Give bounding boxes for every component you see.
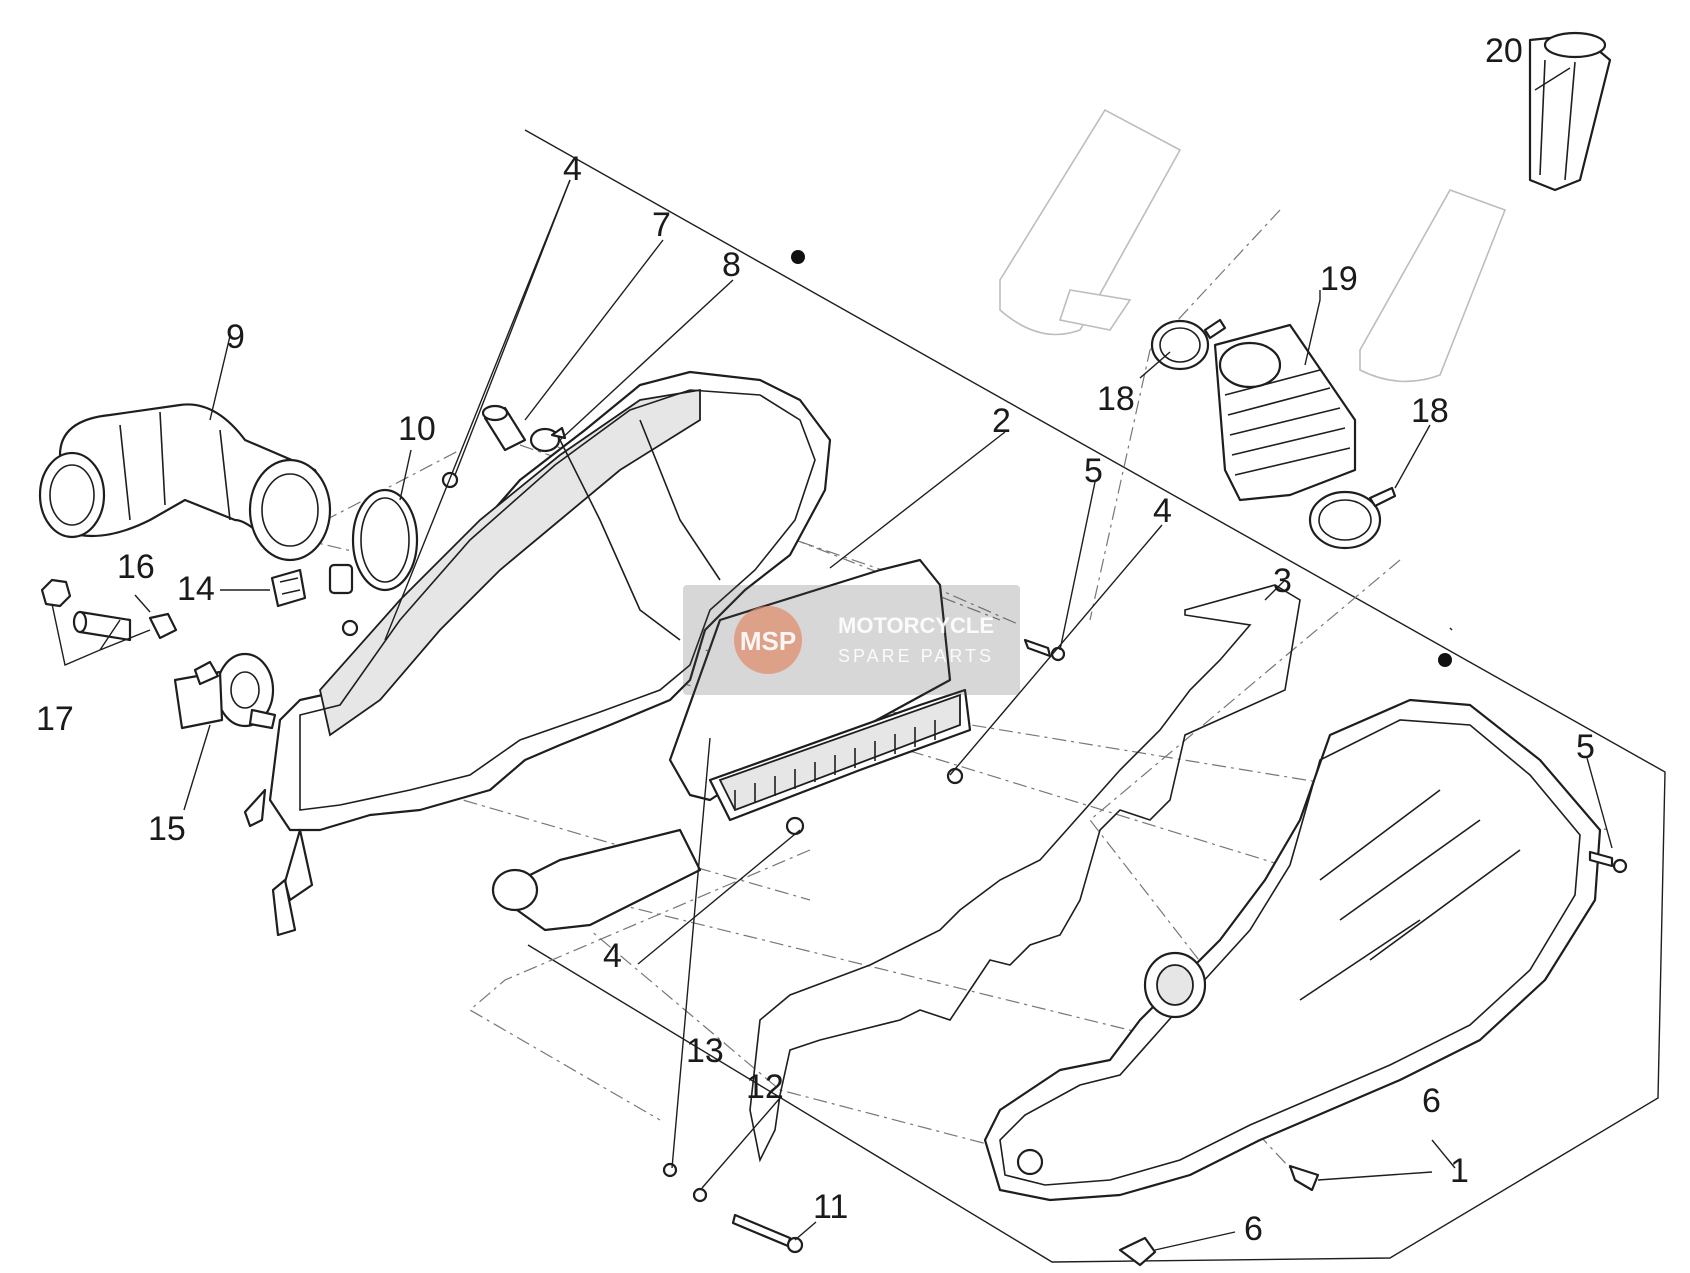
callout-9: 9 (226, 318, 245, 356)
callout-16: 16 (117, 548, 155, 586)
callout-5-right: 5 (1576, 728, 1595, 766)
air-box-housing-part (243, 370, 832, 937)
callout-20: 20 (1485, 32, 1523, 70)
callout-14: 14 (177, 570, 215, 608)
callout-18-left: 18 (1097, 380, 1135, 418)
callout-18-right: 18 (1411, 392, 1449, 430)
callout-17: 17 (36, 700, 74, 738)
callout-13: 13 (686, 1032, 724, 1070)
callout-5-mid: 5 (1084, 452, 1103, 490)
intake-duct-part (38, 403, 332, 562)
callout-4-bottom: 4 (603, 937, 622, 975)
callout-3: 3 (1273, 562, 1292, 600)
callout-labels: 1 2 3 4 4 4 5 5 6 6 7 8 9 10 11 12 13 14… (36, 32, 1595, 1248)
watermark: MSP MOTORCYCLE SPARE PARTS (683, 585, 1020, 695)
watermark-logo: MSP (740, 626, 796, 656)
clip-nut-part (270, 568, 307, 608)
air-box-cover-part (983, 698, 1602, 1202)
callout-4-right: 4 (1153, 492, 1172, 530)
assembly-frame (524, 129, 1666, 1263)
ghost-context-parts (999, 108, 1507, 383)
watermark-subtitle: SPARE PARTS (838, 646, 994, 666)
boot-assembly-part (1150, 31, 1612, 550)
marker-dot (1438, 653, 1452, 667)
hose-and-clamps-part (40, 578, 178, 642)
callout-1: 1 (1450, 1152, 1469, 1190)
callout-12: 12 (746, 1068, 784, 1106)
marker-dot (791, 250, 805, 264)
callout-11: 11 (813, 1188, 848, 1226)
bushing-and-clip-part (481, 404, 567, 453)
callout-6-bottom: 6 (1244, 1210, 1263, 1248)
hose-clamp-part (328, 488, 419, 595)
callout-19: 19 (1320, 260, 1358, 298)
watermark-title: MOTORCYCLE (838, 613, 994, 638)
callout-8: 8 (722, 246, 741, 284)
callout-15: 15 (148, 810, 186, 848)
sensor-part (173, 652, 277, 730)
callout-7: 7 (652, 206, 671, 244)
callout-10: 10 (398, 410, 436, 448)
leader-lines (51, 67, 1613, 1251)
air-filter-part (491, 558, 972, 932)
callout-2: 2 (992, 402, 1011, 440)
callout-4-top: 4 (563, 150, 582, 188)
gasket-part (749, 584, 1301, 1163)
callout-6-right: 6 (1422, 1082, 1441, 1120)
